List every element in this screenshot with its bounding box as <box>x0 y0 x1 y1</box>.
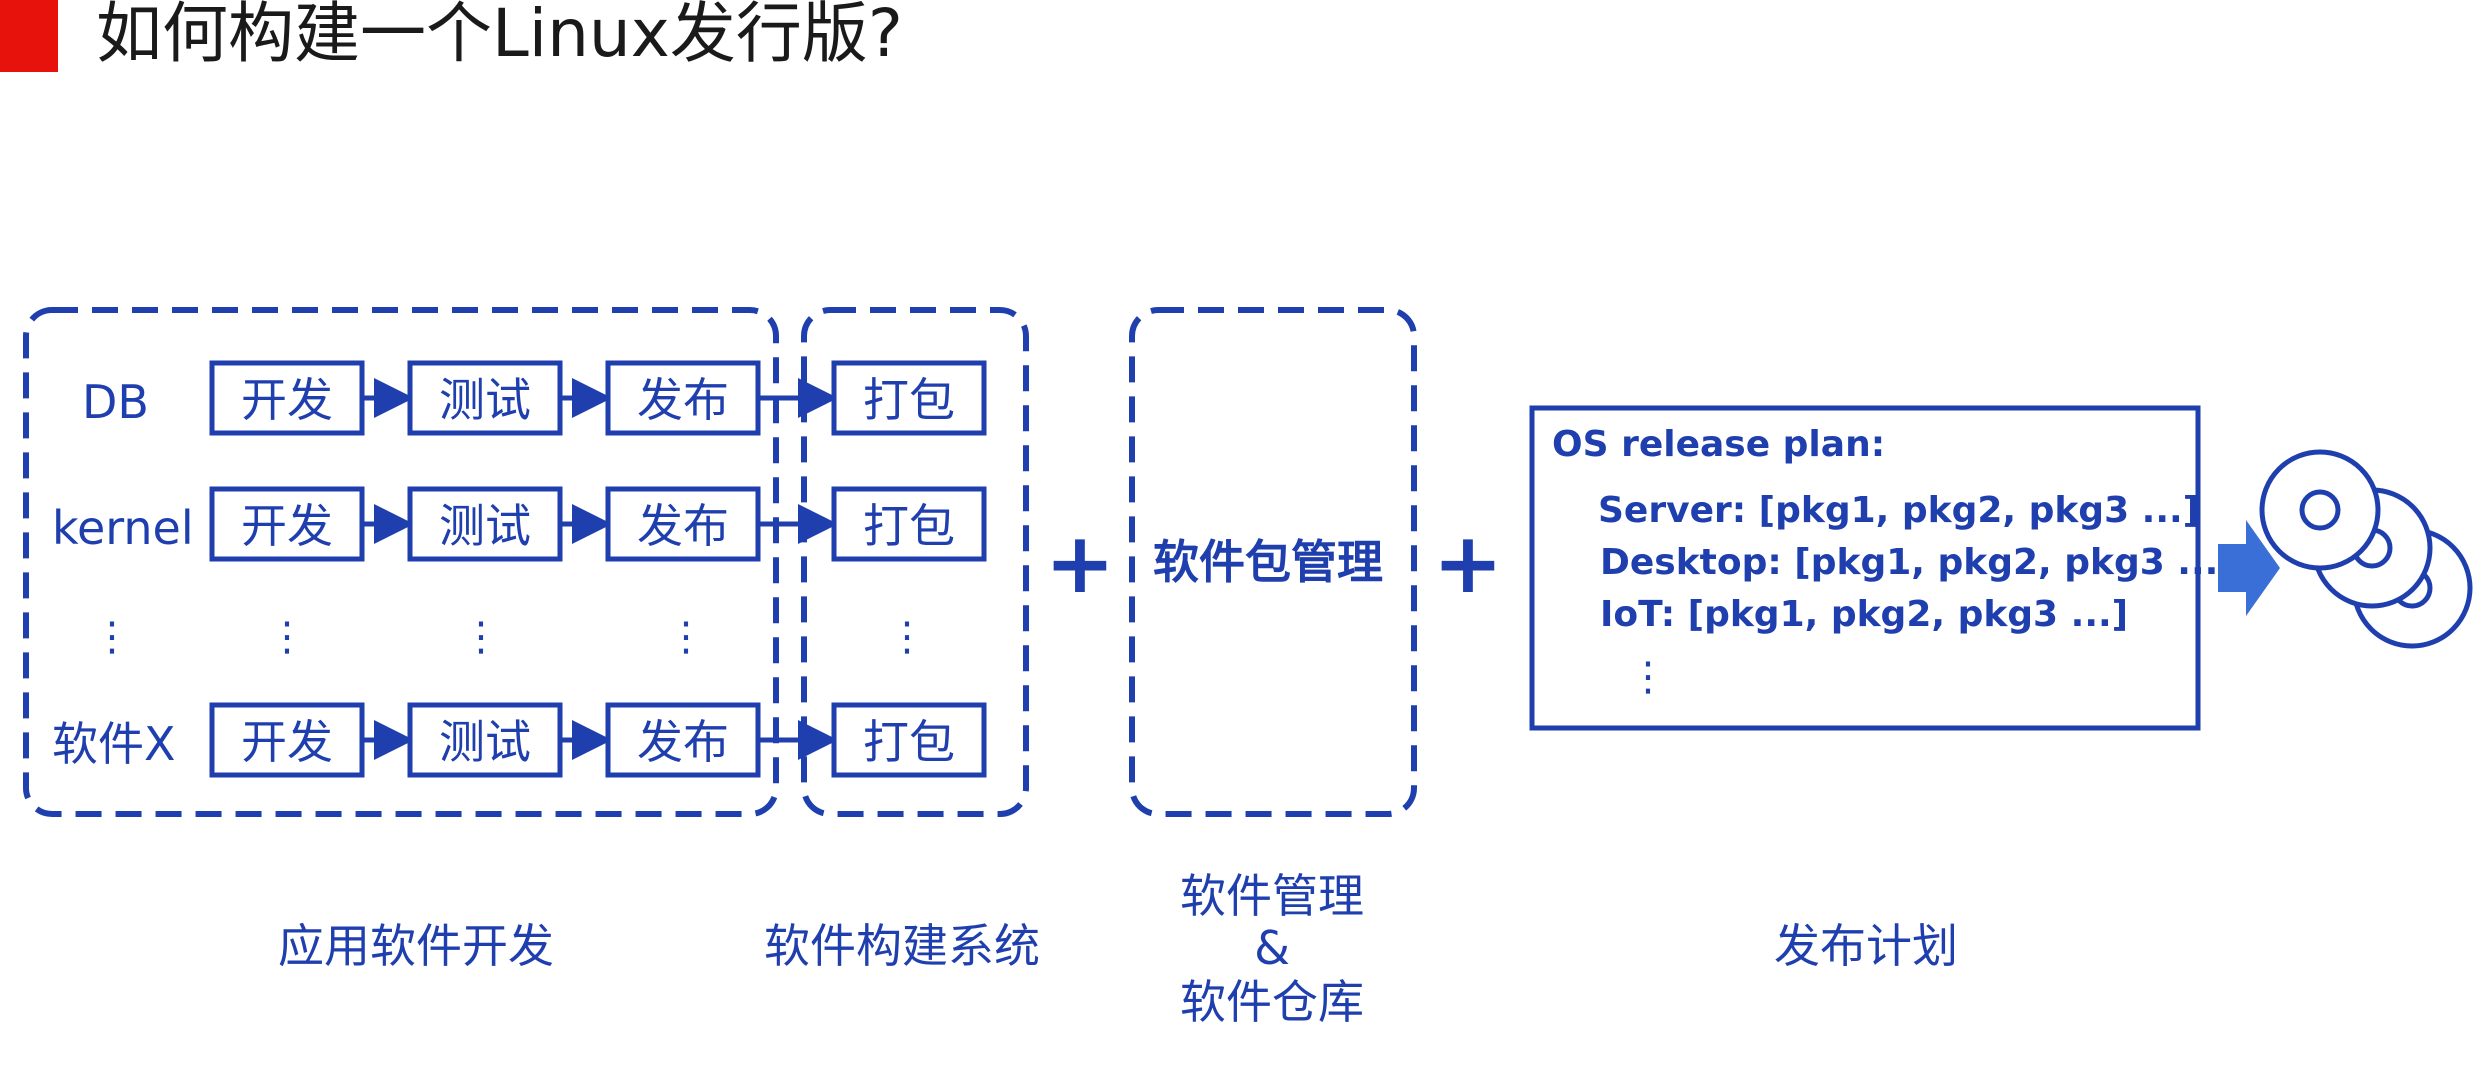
step-box-test <box>407 360 563 436</box>
package-management-group <box>1129 307 1417 817</box>
ellipsis: ⋮ <box>267 614 307 660</box>
caption-mgmt-line2: & <box>1254 921 1290 975</box>
step-label: 测试 <box>439 715 531 769</box>
package-box <box>831 486 987 562</box>
package-label: 打包 <box>863 499 955 553</box>
caption-release: 发布计划 <box>1774 919 1958 973</box>
caption-mgmt-line1: 软件管理 <box>1180 869 1364 923</box>
package-label: 打包 <box>863 715 955 769</box>
step-label: 开发 <box>241 499 333 553</box>
step-label: 发布 <box>637 499 729 553</box>
build-system-group <box>801 307 1029 817</box>
plus-sign: + <box>1433 514 1503 612</box>
step-label: 开发 <box>241 715 333 769</box>
row-label: kernel <box>52 501 194 555</box>
caption-mgmt-line3: 软件仓库 <box>1180 975 1364 1029</box>
step-label: 开发 <box>241 373 333 427</box>
step-box-develop <box>209 360 365 436</box>
row-label: DB <box>82 375 149 429</box>
title-accent-bar <box>0 0 58 72</box>
step-box-develop <box>209 486 365 562</box>
release-plan-line: IoT: [pkg1, pkg2, pkg3 ...] <box>1600 594 2128 635</box>
package-box <box>831 702 987 778</box>
caption-app-dev: 应用软件开发 <box>278 919 554 973</box>
step-label: 测试 <box>439 373 531 427</box>
package-label: 打包 <box>863 373 955 427</box>
step-label: 发布 <box>637 715 729 769</box>
ellipsis: ⋮ <box>666 614 706 660</box>
ellipsis: ⋮ <box>92 614 132 660</box>
package-management-label: 软件包管理 <box>1153 535 1383 589</box>
row-kernel: kernel 开发 测试 发布 打包 <box>52 486 987 562</box>
release-plan-line: Server: [pkg1, pkg2, pkg3 ...] <box>1598 490 2199 531</box>
step-box-release <box>605 486 761 562</box>
row-software-x: 软件X 开发 测试 发布 打包 <box>52 702 987 778</box>
ellipsis: ⋮ <box>887 614 927 660</box>
release-plan-line: Desktop: [pkg1, pkg2, pkg3 ...] <box>1600 542 2235 583</box>
ellipsis: ⋮ <box>1628 654 1668 700</box>
block-arrow-icon <box>2218 520 2280 616</box>
release-plan-heading: OS release plan: <box>1552 424 1885 465</box>
step-box-develop <box>209 702 365 778</box>
step-label: 发布 <box>637 373 729 427</box>
package-box <box>831 360 987 436</box>
release-plan-box <box>1529 405 2201 731</box>
step-box-release <box>605 360 761 436</box>
ellipsis-row: ⋮ ⋮ ⋮ ⋮ ⋮ <box>92 614 927 660</box>
caption-build-system: 软件构建系统 <box>764 919 1040 973</box>
slide-title: 如何构建一个Linux发行版? <box>96 0 903 72</box>
step-label: 测试 <box>439 499 531 553</box>
row-label: 软件X <box>52 717 176 771</box>
app-dev-group <box>23 307 779 817</box>
row-db: DB 开发 测试 发布 打包 <box>82 360 987 436</box>
plus-sign: + <box>1045 514 1115 612</box>
ellipsis: ⋮ <box>461 614 501 660</box>
disc-stack-icon <box>2259 449 2473 649</box>
